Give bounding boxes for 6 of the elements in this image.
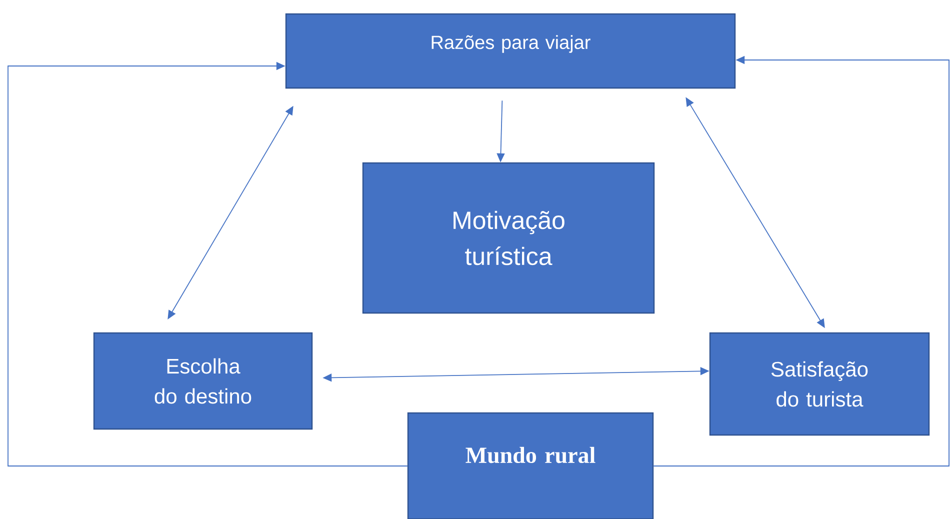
process-box: Razões para viajar	[285, 13, 736, 89]
process-box: Escolha do destino	[93, 332, 313, 430]
process-box: Mundo rural	[407, 412, 654, 519]
process-box: Satisfação do turista	[709, 332, 930, 436]
arrow	[8, 62, 408, 466]
process-box: Motivação turística	[362, 162, 655, 314]
